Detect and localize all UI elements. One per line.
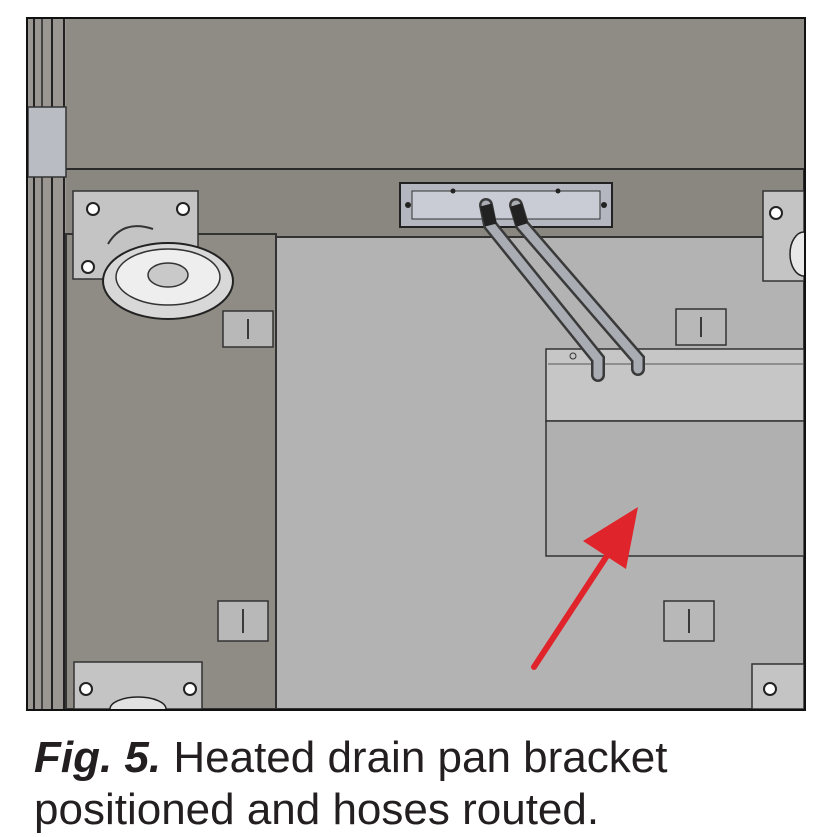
technical-illustration <box>26 17 806 711</box>
left-bracket <box>28 106 67 178</box>
caption-text: Heated drain pan bracket positioned and … <box>34 733 668 834</box>
caster-wheel-icon <box>751 663 804 709</box>
drain-pan-bracket <box>545 420 804 557</box>
bracket-top <box>545 348 804 422</box>
caster-wheel-icon <box>762 190 804 282</box>
mounting-bracket-icon <box>399 182 613 228</box>
figure-caption: Fig. 5. Heated drain pan bracket positio… <box>34 732 794 836</box>
mounting-plates <box>217 308 727 642</box>
caster-wheel-icon <box>72 190 234 320</box>
back-wall <box>28 19 804 174</box>
figure-label: Fig. 5. <box>34 733 162 782</box>
caster-wheel-icon <box>73 661 203 709</box>
drain-hose-icon <box>479 198 645 382</box>
red-arrow-icon <box>531 507 638 670</box>
